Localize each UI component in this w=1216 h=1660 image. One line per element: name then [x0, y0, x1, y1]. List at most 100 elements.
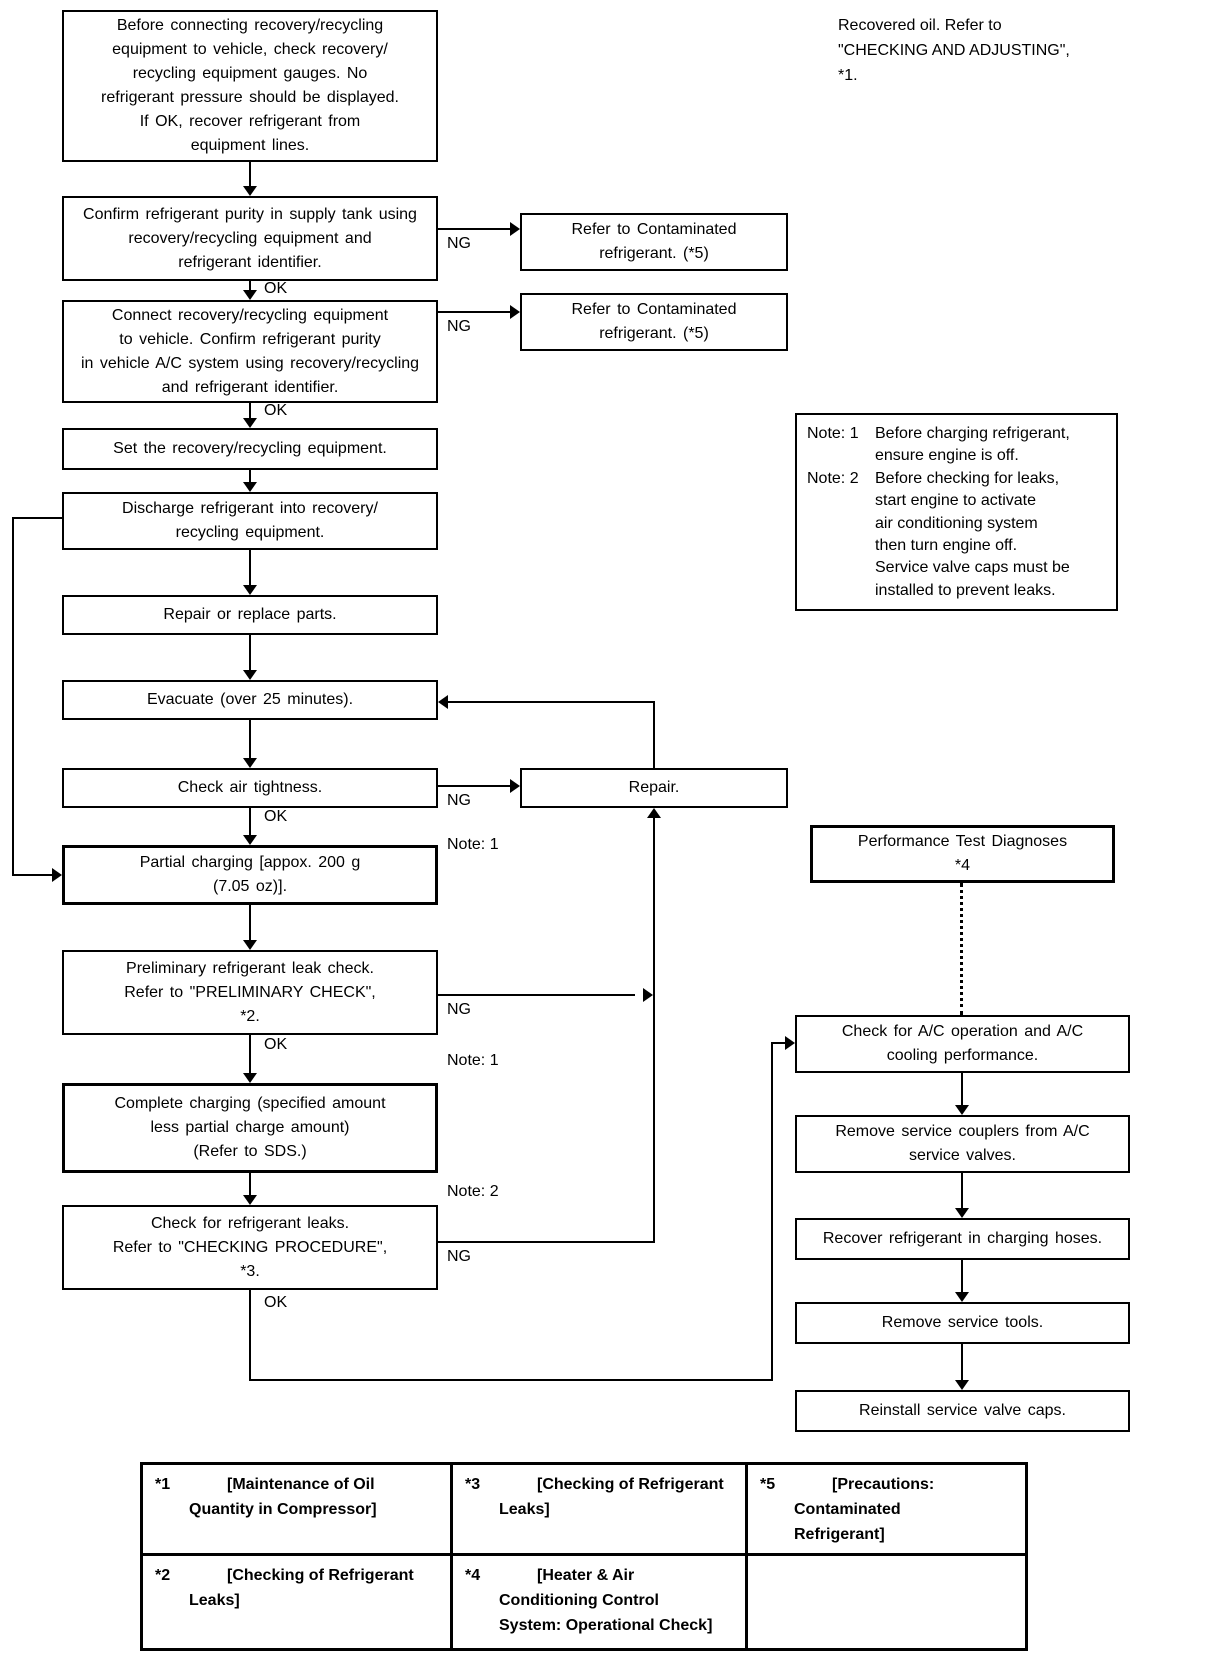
arrowhead-couplers-recover [955, 1208, 969, 1218]
arrowhead-bypass-partial [52, 868, 62, 882]
connector-okpath-bottom-hline [249, 1379, 773, 1381]
connector-discharge-repairreplace-line [249, 550, 251, 585]
flow-box-connect-vehicle: Connect recovery/recycling equipment to … [62, 300, 438, 403]
arrowhead-airtightness-ng [510, 779, 520, 793]
connector-complete-leakcheck-line [249, 1173, 251, 1195]
note-1-label: Note: 1 [807, 425, 859, 442]
connector-connect-set-line [249, 403, 251, 418]
arrowhead-confirm-ng [510, 222, 520, 236]
connector-okpath-entry-hline [771, 1042, 785, 1044]
footnote-cell-1: *1 [Maintenance of Oil Quantity in Compr… [143, 1465, 453, 1556]
footnote-marker-5: *5 [760, 1476, 776, 1493]
footnote-text-2: [Checking of Refrigerant Leaks] [189, 1567, 414, 1609]
arrowhead-preliminary-ng [643, 988, 653, 1002]
connector-set-discharge-line [249, 470, 251, 482]
label-ng-4: NG [447, 1001, 471, 1018]
connector-gauges-confirm-line [249, 162, 251, 186]
flow-box-partial-charging: Partial charging [appox. 200 g (7.05 oz)… [62, 845, 438, 905]
flow-box-repair-replace: Repair or replace parts. [62, 595, 438, 635]
connector-repair-evacuate-vline [653, 701, 655, 768]
arrowhead-repair-evacuate [438, 695, 448, 709]
arrowhead-recover-tools [955, 1292, 969, 1302]
connector-recover-tools-line [961, 1260, 963, 1292]
label-ok-5: OK [264, 1294, 288, 1311]
connector-ng-collector-vline [653, 818, 655, 1243]
footnote-text-4: [Heater & Air Conditioning Control Syste… [499, 1567, 713, 1634]
note-2-label: Note: 2 [807, 469, 859, 487]
label-note1-b: Note: 1 [447, 1052, 499, 1069]
footnote-text-1: [Maintenance of Oil Quantity in Compress… [189, 1476, 377, 1518]
connector-evacuate-airtightness-line [249, 720, 251, 758]
arrowhead-airtightness-partial [243, 835, 257, 845]
flow-box-complete-charging: Complete charging (specified amount less… [62, 1083, 438, 1173]
connector-okpath-up-vline [771, 1042, 773, 1381]
arrowhead-evacuate-airtightness [243, 758, 257, 768]
flow-box-contaminated-refrigerant-1: Refer to Contaminated refrigerant. (*5) [520, 213, 788, 271]
label-note2: Note: 2 [447, 1183, 499, 1200]
arrowhead-set-discharge [243, 482, 257, 492]
flow-box-performance-test: Performance Test Diagnoses *4 [810, 825, 1115, 883]
flow-box-air-tightness: Check air tightness. [62, 768, 438, 808]
label-ok-2: OK [264, 402, 288, 419]
flow-box-ac-operation: Check for A/C operation and A/C cooling … [795, 1015, 1130, 1073]
connector-airtightness-ng-line [438, 785, 510, 787]
footnote-marker-3: *3 [465, 1476, 481, 1493]
flow-box-discharge: Discharge refrigerant into recovery/ rec… [62, 492, 438, 550]
label-ok-4: OK [264, 1036, 288, 1053]
arrowhead-complete-leakcheck [243, 1195, 257, 1205]
arrowhead-gauges-confirm [243, 186, 257, 196]
label-ng-1: NG [447, 235, 471, 252]
flow-box-reinstall-caps: Reinstall service valve caps. [795, 1390, 1130, 1432]
connector-bypass-top-hline [12, 517, 62, 519]
flow-box-set-equipment: Set the recovery/recycling equipment. [62, 428, 438, 470]
arrowhead-collector-repair [647, 808, 661, 818]
footnote-marker-1: *1 [155, 1476, 171, 1493]
connector-bypass-bottom-hline [12, 874, 52, 876]
flow-box-remove-tools: Remove service tools. [795, 1302, 1130, 1344]
arrowhead-repairreplace-evacuate [243, 670, 257, 680]
arrowhead-acoperation-couplers [955, 1105, 969, 1115]
connector-partial-preliminary-line [249, 905, 251, 940]
connector-connect-ng-line [438, 311, 510, 313]
connector-confirm-ng-line [438, 228, 510, 230]
arrowhead-confirm-connect [243, 290, 257, 300]
footnote-cell-2: *2 [Checking of Refrigerant Leaks] [143, 1556, 453, 1648]
connector-couplers-recover-line [961, 1173, 963, 1208]
label-ng-5: NG [447, 1248, 471, 1265]
arrowhead-preliminary-complete [243, 1073, 257, 1083]
flow-box-repair: Repair. [520, 768, 788, 808]
connector-preliminary-ng-line [438, 994, 635, 996]
label-ok-1: OK [264, 280, 288, 297]
footnote-cell-5: *5 [Precautions: Contaminated Refrigeran… [748, 1465, 1025, 1556]
footnote-cell-4: *4 [Heater & Air Conditioning Control Sy… [453, 1556, 748, 1648]
label-ng-2: NG [447, 318, 471, 335]
label-note1-a: Note: 1 [447, 836, 499, 853]
label-ng-3: NG [447, 792, 471, 809]
arrowhead-tools-caps [955, 1380, 969, 1390]
footnote-cell-3: *3 [Checking of Refrigerant Leaks] [453, 1465, 748, 1556]
flow-box-leak-check: Check for refrigerant leaks. Refer to "C… [62, 1205, 438, 1290]
footnote-text-3: [Checking of Refrigerant Leaks] [499, 1476, 724, 1518]
label-ok-3: OK [264, 808, 288, 825]
connector-repairreplace-evacuate-line [249, 635, 251, 670]
connector-leakcheck-ng-line [438, 1241, 655, 1243]
note-box: Note: 1 Before charging refrigerant, ens… [795, 413, 1118, 611]
footnote-table: *1 [Maintenance of Oil Quantity in Compr… [140, 1462, 1028, 1651]
flow-box-evacuate: Evacuate (over 25 minutes). [62, 680, 438, 720]
connector-repair-evacuate-hline [448, 701, 655, 703]
footnote-text-5: [Precautions: Contaminated Refrigerant] [794, 1476, 935, 1543]
connector-acoperation-couplers-line [961, 1073, 963, 1105]
connector-performance-dotted-line [960, 883, 963, 1015]
note-2-text: Before checking for leaks, start engine … [875, 469, 1070, 599]
flow-box-recover-hoses: Recover refrigerant in charging hoses. [795, 1218, 1130, 1260]
flow-box-contaminated-refrigerant-2: Refer to Contaminated refrigerant. (*5) [520, 293, 788, 351]
arrowhead-partial-preliminary [243, 940, 257, 950]
note-1-text: Before charging refrigerant, ensure engi… [875, 425, 1070, 465]
flow-box-preliminary-check: Preliminary refrigerant leak check. Refe… [62, 950, 438, 1035]
recovered-oil-note: Recovered oil. Refer to "CHECKING AND AD… [838, 17, 1070, 84]
footnote-cell-empty [748, 1556, 1025, 1648]
arrowhead-discharge-repairreplace [243, 585, 257, 595]
arrowhead-connect-set [243, 418, 257, 428]
footnote-marker-4: *4 [465, 1567, 481, 1584]
